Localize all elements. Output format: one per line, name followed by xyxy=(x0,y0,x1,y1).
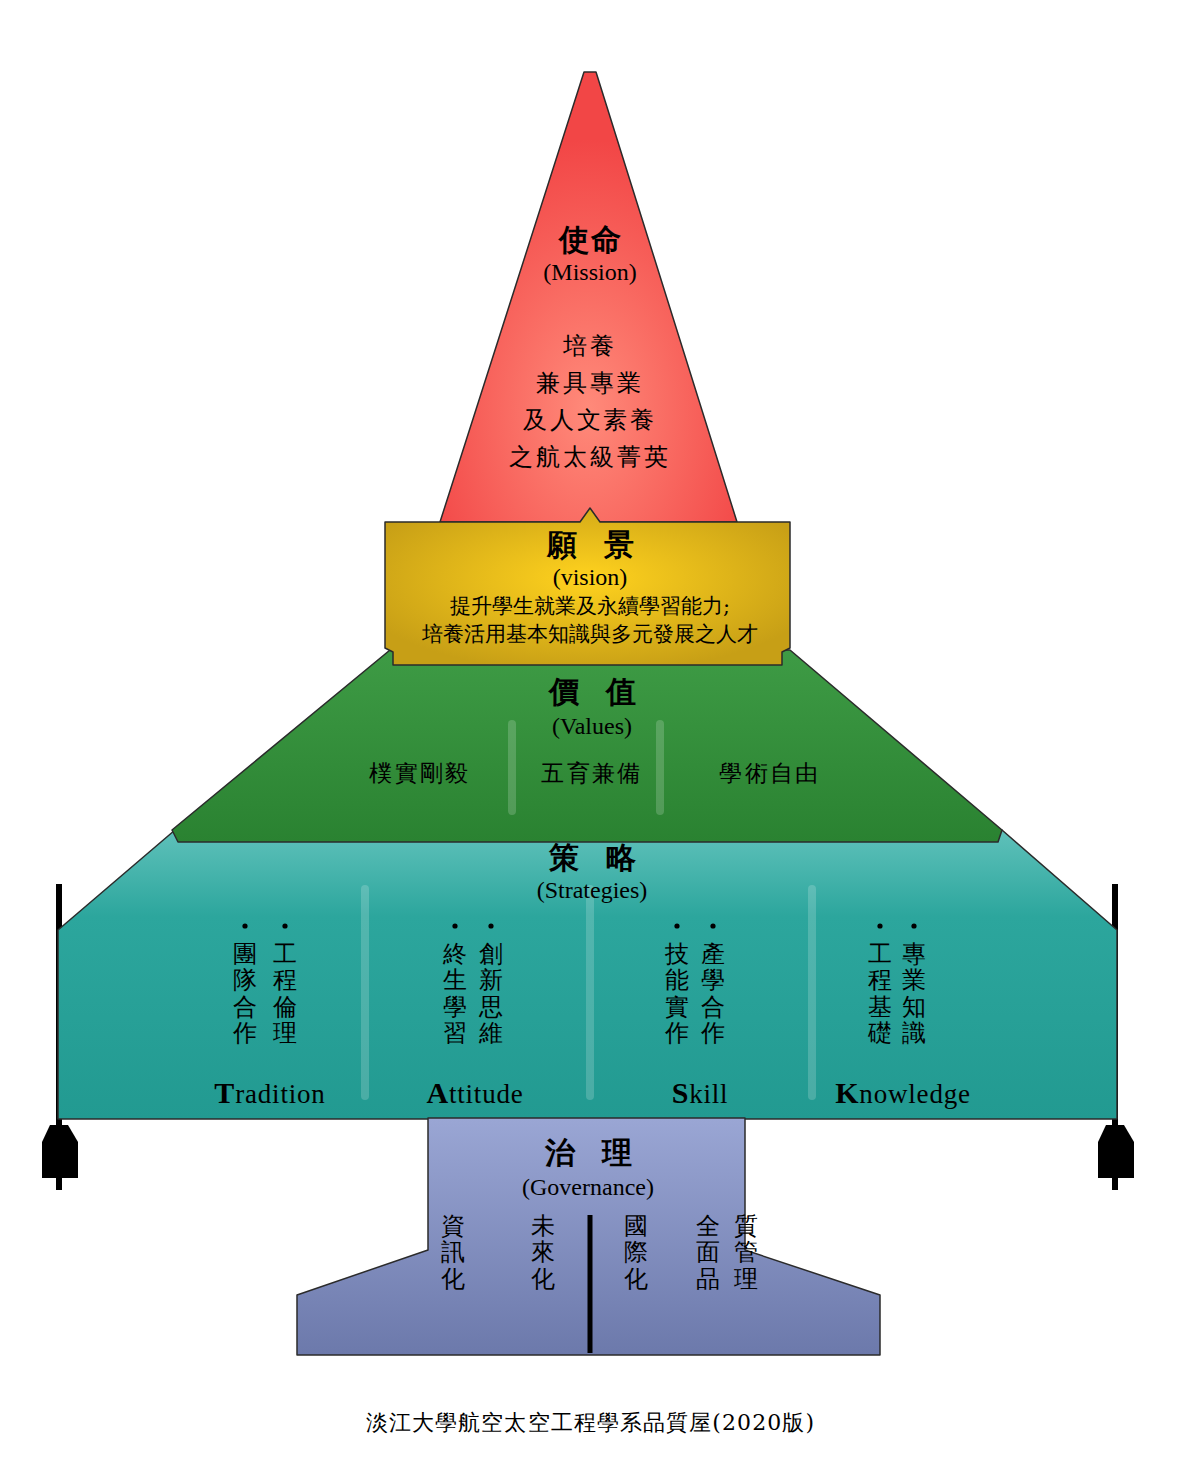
strategy-keyword: Tradition xyxy=(214,1076,325,1110)
vertical-label: 終生學習 xyxy=(443,941,467,1047)
vertical-label: 工程倫理 xyxy=(273,941,297,1047)
section-subtitle: (vision) xyxy=(553,564,628,591)
section-subtitle: (Mission) xyxy=(543,259,636,286)
section-heading: 使命 xyxy=(558,220,623,261)
value-label: 樸實剛毅 xyxy=(369,758,470,789)
value-label: 五育兼備 xyxy=(541,758,642,789)
section-body: 提升學生就業及永續學習能力; 培養活用基本知識與多元發展之人才 xyxy=(390,592,790,648)
figure-caption: 淡江大學航空太空工程學系品質屋(2020版) xyxy=(0,1408,1181,1438)
value-label: 學術自由 xyxy=(719,758,820,789)
values-band: 價值(Values) 樸實剛毅 五育兼備 學術自由 xyxy=(170,648,1004,844)
mission-cone: 使命(Mission) 培養 兼具專業 及人文素養 之航太級菁英 xyxy=(440,66,737,524)
strategy-column: 工程基礎專業知識 Knowledge xyxy=(825,910,995,1115)
governance-base: 治理(Governance) 資訊化 未來化 國際化 全面品質管理 xyxy=(296,1117,882,1357)
vertical-label: 技能實作 xyxy=(665,941,689,1047)
vertical-label: 全面品質管理 xyxy=(696,1213,758,1295)
vertical-label: 未來化 xyxy=(531,1213,555,1292)
vertical-label: 專業知識 xyxy=(902,941,926,1047)
section-subtitle: (Values) xyxy=(552,713,632,740)
strategy-column: 終生學習創新思維 Attitude xyxy=(400,910,560,1115)
strategy-keyword: Skill xyxy=(672,1076,729,1110)
section-heading: 願景 xyxy=(520,525,661,566)
section-subtitle: (Strategies) xyxy=(537,877,648,904)
strategy-keyword: Attitude xyxy=(426,1076,523,1110)
vertical-label: 創新思維 xyxy=(479,941,503,1047)
vertical-label: 團隊合作 xyxy=(233,941,257,1047)
strategies-band: 策略(Strategies) 團隊合作工程倫理 Tradition 終生學習創新思維 A… xyxy=(58,828,1120,1120)
vertical-label: 資訊化 xyxy=(441,1213,465,1292)
vertical-label: 國際化 xyxy=(624,1213,648,1292)
section-heading: 價值 xyxy=(522,672,663,713)
vertical-label: 工程基礎 xyxy=(868,941,892,1047)
section-body: 培養 兼具專業 及人文素養 之航太級菁英 xyxy=(509,328,670,476)
governance-column: 資訊化 未來化 xyxy=(425,1205,580,1315)
section-subtitle: (Governance) xyxy=(522,1174,654,1201)
section-heading: 治理 xyxy=(518,1133,659,1174)
strategy-column: 技能實作產學合作 Skill xyxy=(615,910,775,1115)
strategy-column: 團隊合作工程倫理 Tradition xyxy=(190,910,350,1115)
vertical-label: 產學合作 xyxy=(701,941,725,1047)
strategy-keyword: Knowledge xyxy=(835,1076,971,1110)
governance-column: 國際化 全面品質管理 xyxy=(600,1205,770,1315)
vision-box: 願景(vision)提升學生就業及永續學習能力; 培養活用基本知識與多元發展之人… xyxy=(385,505,790,667)
section-heading: 策略 xyxy=(522,838,663,879)
